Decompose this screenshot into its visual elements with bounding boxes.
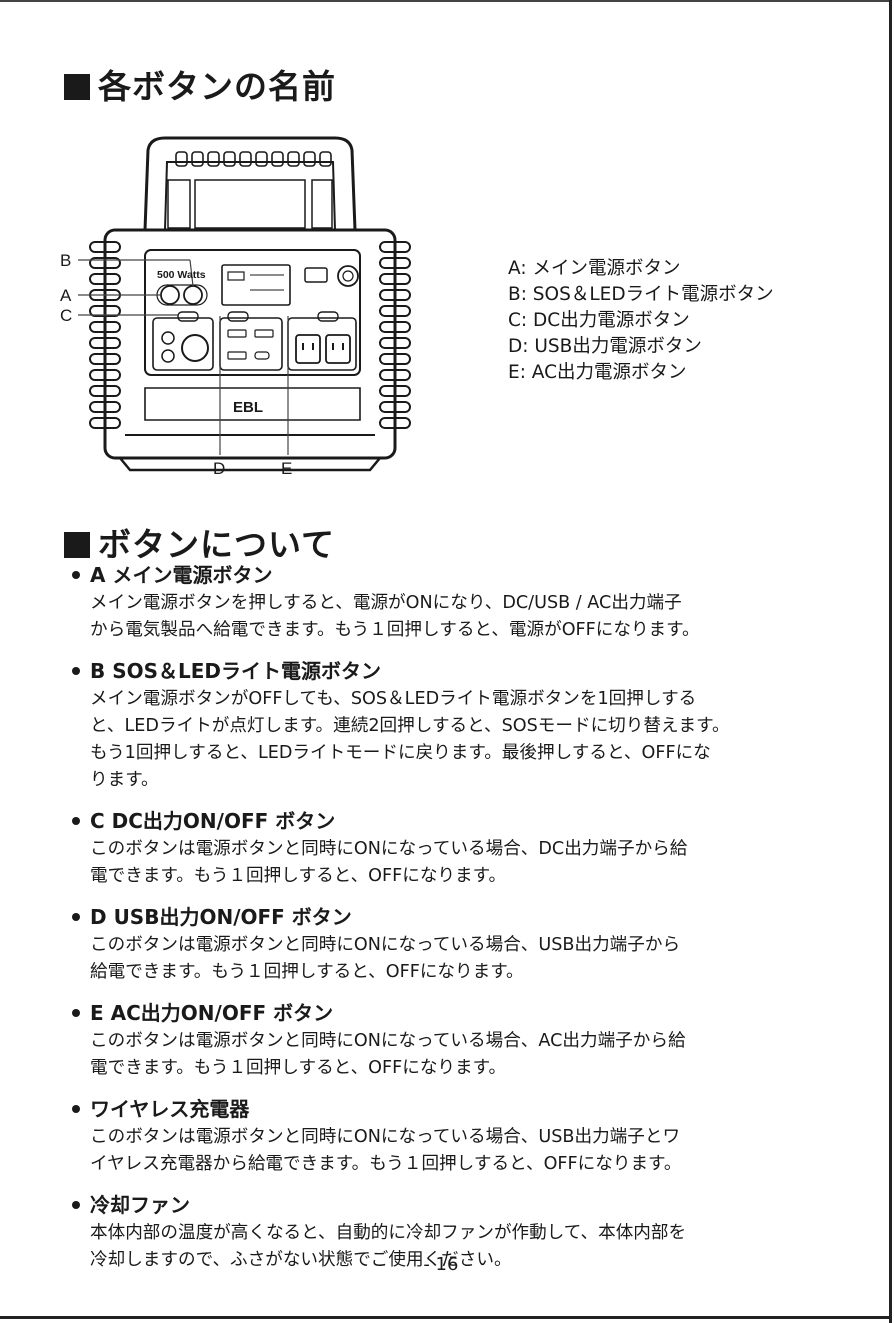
callout-C: C — [60, 306, 72, 325]
front-panel — [144, 249, 361, 376]
left-ribs — [89, 241, 121, 429]
button-descriptions: A メイン電源ボタン メイン電源ボタンを押しすると、電源がONになり、DC/US… — [70, 560, 850, 1286]
callout-B: B — [60, 251, 71, 270]
legend-item-A: A: メイン電源ボタン — [508, 258, 681, 279]
bullet-icon — [72, 1104, 80, 1113]
section-title-about-buttons: ボタンについて — [64, 518, 335, 566]
section-title-button-names: 各ボタンの名前 — [64, 60, 336, 108]
watts-label: 500 Watts — [157, 269, 206, 281]
right-ribs — [379, 241, 411, 429]
legend-item-B: B: SOS＆LEDライト電源ボタン — [508, 284, 774, 305]
power-station-diagram: EBL 500 Watts B A C D E — [60, 136, 411, 478]
legend-item-E: E: AC出力電源ボタン — [508, 362, 687, 383]
desc-item-cooling-fan: 冷却ファン 本体内部の温度が高くなると、自動的に冷却ファンが作動して、本体内部を… — [70, 1190, 850, 1274]
bullet-icon — [72, 1008, 80, 1017]
callout-A: A — [60, 286, 72, 305]
black-square-icon — [64, 74, 90, 100]
ac-button-E — [317, 311, 339, 322]
dc-panel — [152, 317, 214, 371]
frame-top-line — [0, 0, 892, 2]
lcd-display — [221, 264, 291, 306]
power-button-A — [160, 285, 180, 305]
black-square-icon — [64, 532, 90, 558]
frame-bottom-line — [0, 1316, 892, 1319]
usb-panel — [219, 317, 283, 371]
frame-right-line — [889, 0, 892, 1323]
dc-button-C — [177, 311, 199, 322]
bullet-icon — [72, 816, 80, 825]
bullet-icon — [72, 912, 80, 921]
brand-logo: EBL — [233, 399, 263, 416]
legend-item-D: D: USB出力電源ボタン — [508, 336, 702, 357]
desc-item-main-power: A メイン電源ボタン メイン電源ボタンを押しすると、電源がONになり、DC/US… — [70, 560, 850, 644]
bullet-icon — [72, 666, 80, 675]
bullet-icon — [72, 570, 80, 579]
handle-outline — [143, 136, 357, 231]
legend-item-C: C: DC出力電源ボタン — [508, 310, 690, 331]
button-legend: A: メイン電源ボタン B: SOS＆LEDライト電源ボタン C: DC出力電源… — [508, 256, 868, 386]
light-button-B — [183, 285, 203, 305]
usb-button-D — [227, 311, 249, 322]
handle-grip-bumps — [175, 151, 332, 167]
page-number: - 16 - — [423, 1254, 471, 1275]
body-outline — [103, 228, 397, 460]
desc-item-sos-led: B SOS＆LEDライト電源ボタン メイン電源ボタンがOFFしても、SOS＆LE… — [70, 656, 850, 794]
callout-E: E — [281, 459, 292, 478]
desc-item-usb: D USB出力ON/OFF ボタン このボタンは電源ボタンと同時にONになってい… — [70, 902, 850, 986]
callout-D: D — [213, 459, 225, 478]
desc-item-ac: E AC出力ON/OFF ボタン このボタンは電源ボタンと同時にONになっている… — [70, 998, 850, 1082]
bullet-icon — [72, 1200, 80, 1209]
callout-lines — [78, 259, 289, 455]
desc-item-dc: C DC出力ON/OFF ボタン このボタンは電源ボタンと同時にONになっている… — [70, 806, 850, 890]
desc-item-wireless: ワイヤレス充電器 このボタンは電源ボタンと同時にONになっている場合、USB出力… — [70, 1094, 850, 1178]
